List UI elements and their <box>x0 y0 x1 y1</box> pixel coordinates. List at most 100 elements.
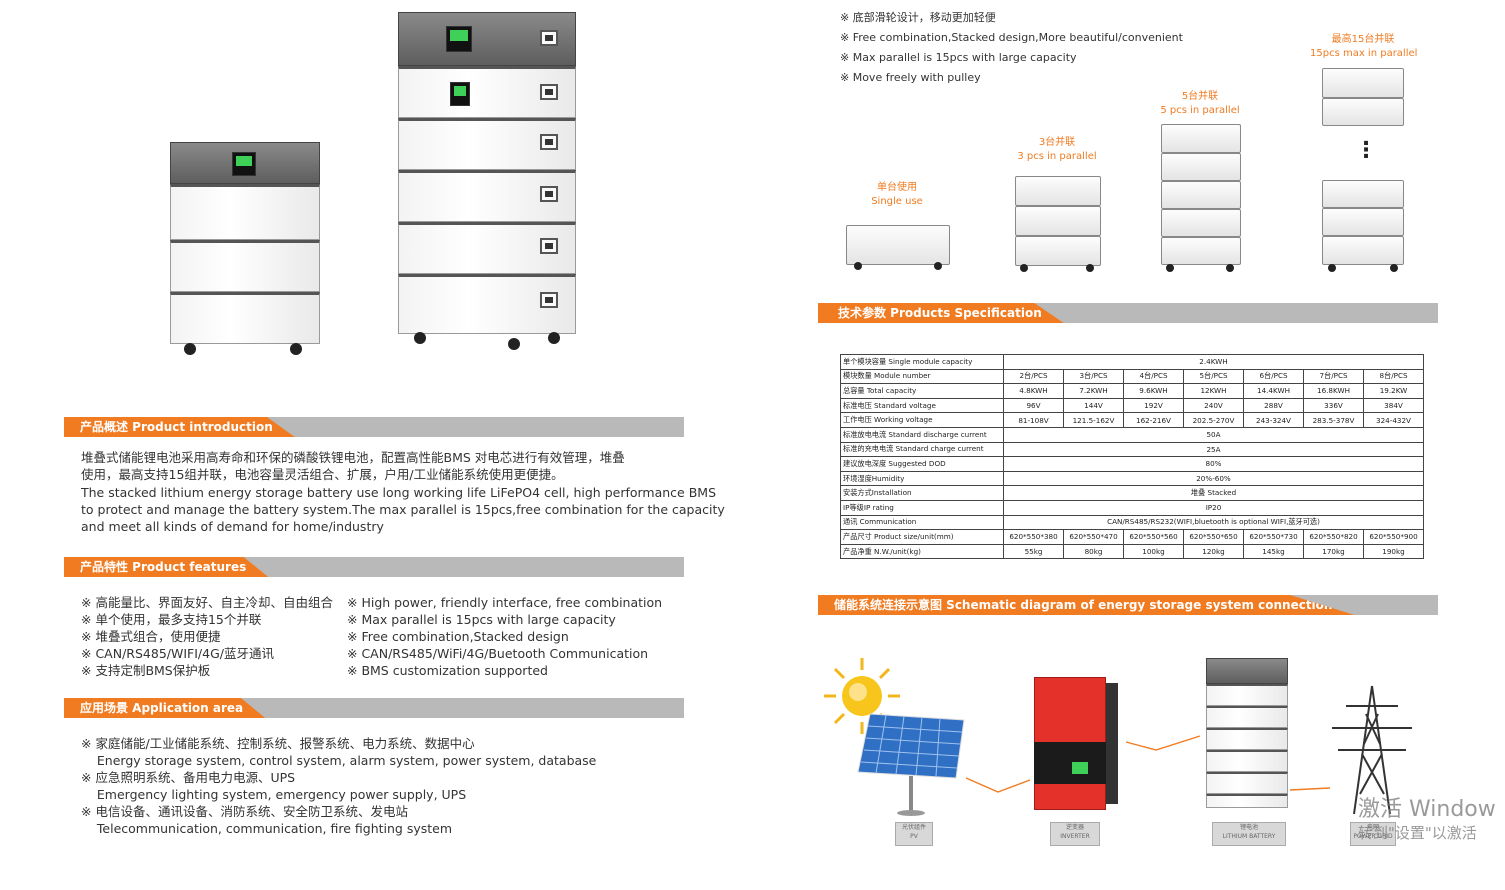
spec-value: 50A <box>1003 426 1424 443</box>
spec-value: 144V <box>1063 397 1124 414</box>
spec-value: 384V <box>1363 397 1424 414</box>
spec-value: 80% <box>1003 456 1424 472</box>
spec-value: 16.8KWH <box>1303 383 1364 399</box>
lcd-screen-icon <box>232 152 256 176</box>
intro-line: 使用，最高支持15组并联，电池容量灵活组合、扩展，户用/工业储能系统使用更便捷。 <box>81 467 564 482</box>
spec-value: 336V <box>1303 397 1364 414</box>
top-feature: ※ Free combination,Stacked design,More b… <box>840 31 1183 44</box>
connection-lines <box>965 735 1330 793</box>
spec-value: 8台/PCS <box>1363 368 1424 385</box>
spec-label: 总容量 Total capacity <box>840 383 1004 399</box>
feature-cn: ※ 堆叠式组合，使用便捷 <box>81 629 221 644</box>
top-feature: ※ 底部滑轮设计，移动更加轻便 <box>840 11 996 24</box>
spec-value: IP20 <box>1003 499 1424 516</box>
spec-label: IP等级IP rating <box>840 499 1004 516</box>
spec-value: 240V <box>1183 397 1244 414</box>
spec-value: 620*550*820 <box>1303 529 1364 545</box>
application-line: ※ 电信设备、通讯设备、消防系统、安全防卫系统、发电站 <box>81 804 408 819</box>
spec-value: 6台/PCS <box>1243 368 1304 385</box>
feature-en: ※ Free combination,Stacked design <box>347 629 569 644</box>
spec-value: 620*550*730 <box>1243 529 1304 545</box>
spec-value: 192V <box>1123 397 1184 414</box>
feature-cn: ※ 单个使用，最多支持15个并联 <box>81 612 262 627</box>
spec-value: 243-324V <box>1243 412 1304 428</box>
spec-value: 190kg <box>1363 543 1424 560</box>
spec-value: 283.5-378V <box>1303 412 1364 428</box>
spec-value: 4.8KWH <box>1003 383 1064 399</box>
spec-value: 55kg <box>1003 543 1064 560</box>
spec-label: 产品净重 N.W./unit(kg) <box>840 543 1004 560</box>
feature-cn: ※ 支持定制BMS保护板 <box>81 663 211 678</box>
application-line: Emergency lighting system, emergency pow… <box>81 787 467 802</box>
feature-en: ※ Max parallel is 15pcs with large capac… <box>347 612 616 627</box>
spec-value: 620*550*900 <box>1363 529 1424 545</box>
section-header-intro: 产品概述 Product introduction <box>64 417 684 437</box>
intro-line: and meet all kinds of demand for home/in… <box>81 519 384 534</box>
spec-value: 202.5-270V <box>1183 412 1244 428</box>
spec-value: 12KWH <box>1183 383 1244 399</box>
spec-value: 2.4KWH <box>1003 354 1424 370</box>
application-line: ※ 家庭储能/工业储能系统、控制系统、报警系统、电力系统、数据中心 <box>81 736 475 751</box>
lcd-panel-icon <box>450 82 470 106</box>
spec-value: 620*550*470 <box>1063 529 1124 545</box>
spec-label: 单个模块容量 Single module capacity <box>840 354 1004 370</box>
spec-label: 安装方式Installation <box>840 485 1004 501</box>
spec-value: 162-216V <box>1123 412 1184 428</box>
spec-label: 模块数量 Module number <box>840 368 1004 385</box>
spec-value: 121.5-162V <box>1063 412 1124 428</box>
intro-line: to protect and manage the battery system… <box>81 502 725 517</box>
spec-value: 96V <box>1003 397 1064 414</box>
spec-value: 25A <box>1003 441 1424 458</box>
spec-label: 通讯 Communication <box>840 514 1004 531</box>
spec-value: 620*550*380 <box>1003 529 1064 545</box>
section-header-schematic: 储能系统连接示意图 Schematic diagram of energy st… <box>818 595 1438 615</box>
spec-label: 标准的充电电流 Standard charge current <box>840 441 1004 458</box>
section-header-application: 应用场景 Application area <box>64 698 684 718</box>
application-line: Energy storage system, control system, a… <box>81 753 597 768</box>
spec-label: 标准放电电流 Standard discharge current <box>840 426 1004 443</box>
spec-label: 环境湿度Humidity <box>840 470 1004 487</box>
spec-label: 工作电压 Working voltage <box>840 412 1004 428</box>
feature-en: ※ High power, friendly interface, free c… <box>347 595 663 610</box>
section-header-features: 产品特性 Product features <box>64 557 684 577</box>
top-feature: ※ Max parallel is 15pcs with large capac… <box>840 51 1077 64</box>
spec-value: 9.6KWH <box>1123 383 1184 399</box>
spec-value: 5台/PCS <box>1183 368 1244 385</box>
spec-value: 81-108V <box>1003 412 1064 428</box>
spec-value: 堆叠 Stacked <box>1003 485 1424 501</box>
top-feature: ※ Move freely with pulley <box>840 71 981 84</box>
spec-value: 120kg <box>1183 543 1244 560</box>
spec-value: 19.2KW <box>1363 383 1424 399</box>
lcd-screen-icon <box>446 26 472 52</box>
spec-value: 145kg <box>1243 543 1304 560</box>
spec-value: CAN/RS485/RS232(WIFI,bluetooth is option… <box>1003 514 1424 531</box>
activation-watermark: 激活 Window 转到"设置"以激活 <box>1358 797 1496 842</box>
feature-en: ※ CAN/RS485/WiFi/4G/Buetooth Communicati… <box>347 646 649 661</box>
spec-value: 100kg <box>1123 543 1184 560</box>
spec-value: 7台/PCS <box>1303 368 1364 385</box>
spec-value: 2台/PCS <box>1003 368 1064 385</box>
spec-label: 产品尺寸 Product size/unit(mm) <box>840 529 1004 545</box>
spec-value: 170kg <box>1303 543 1364 560</box>
continuation-dots: ⋮ <box>1355 138 1377 163</box>
feature-cn: ※ CAN/RS485/WIFI/4G/蓝牙通讯 <box>81 646 274 661</box>
